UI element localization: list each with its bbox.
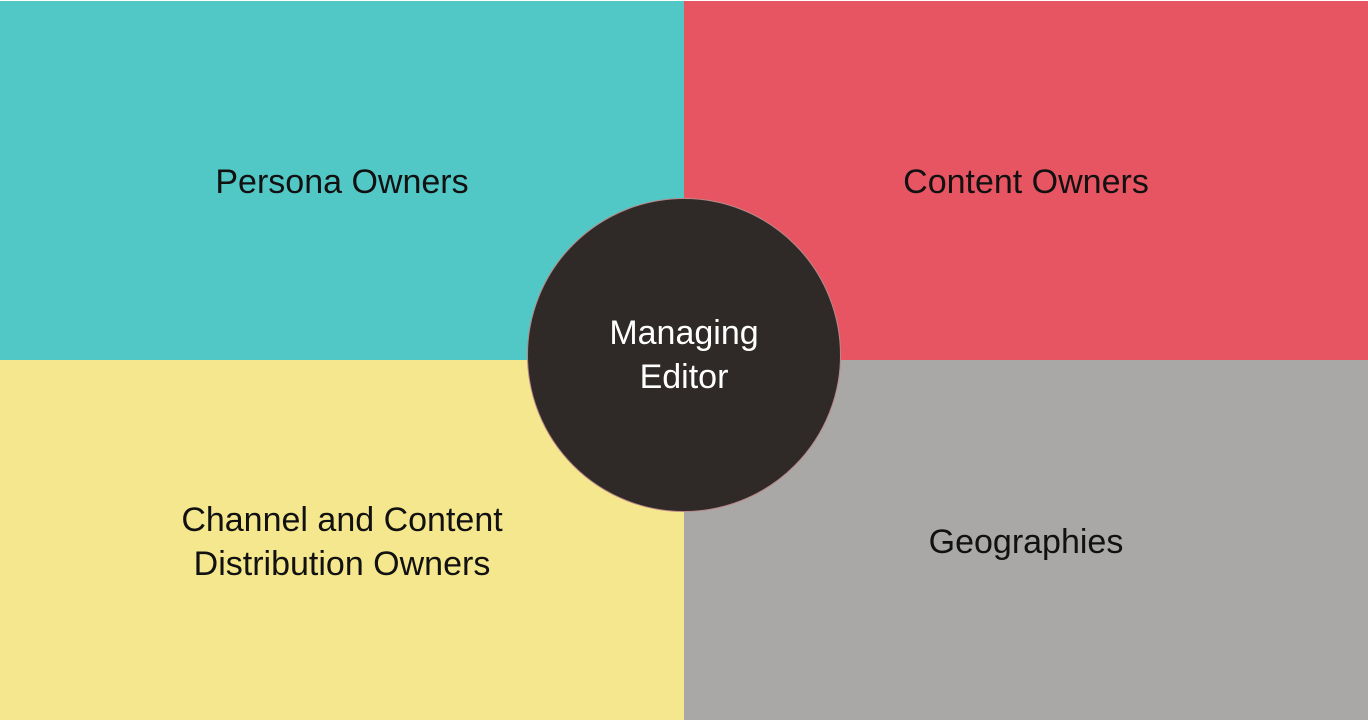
center-label-managing-editor: Managing Editor	[609, 314, 759, 396]
quadrant-label-persona-owners: Persona Owners	[215, 163, 469, 201]
quadrant-persona-owners: Persona Owners	[0, 0, 684, 360]
quadrant-label-geographies: Geographies	[928, 523, 1124, 561]
top-divider	[0, 0, 1368, 1]
quadrant-label-channel-distribution-owners: Channel and Content Distribution Owners	[181, 501, 503, 583]
quadrant-label-content-owners: Content Owners	[903, 163, 1149, 201]
center-circle-managing-editor: Managing Editor	[527, 198, 841, 512]
